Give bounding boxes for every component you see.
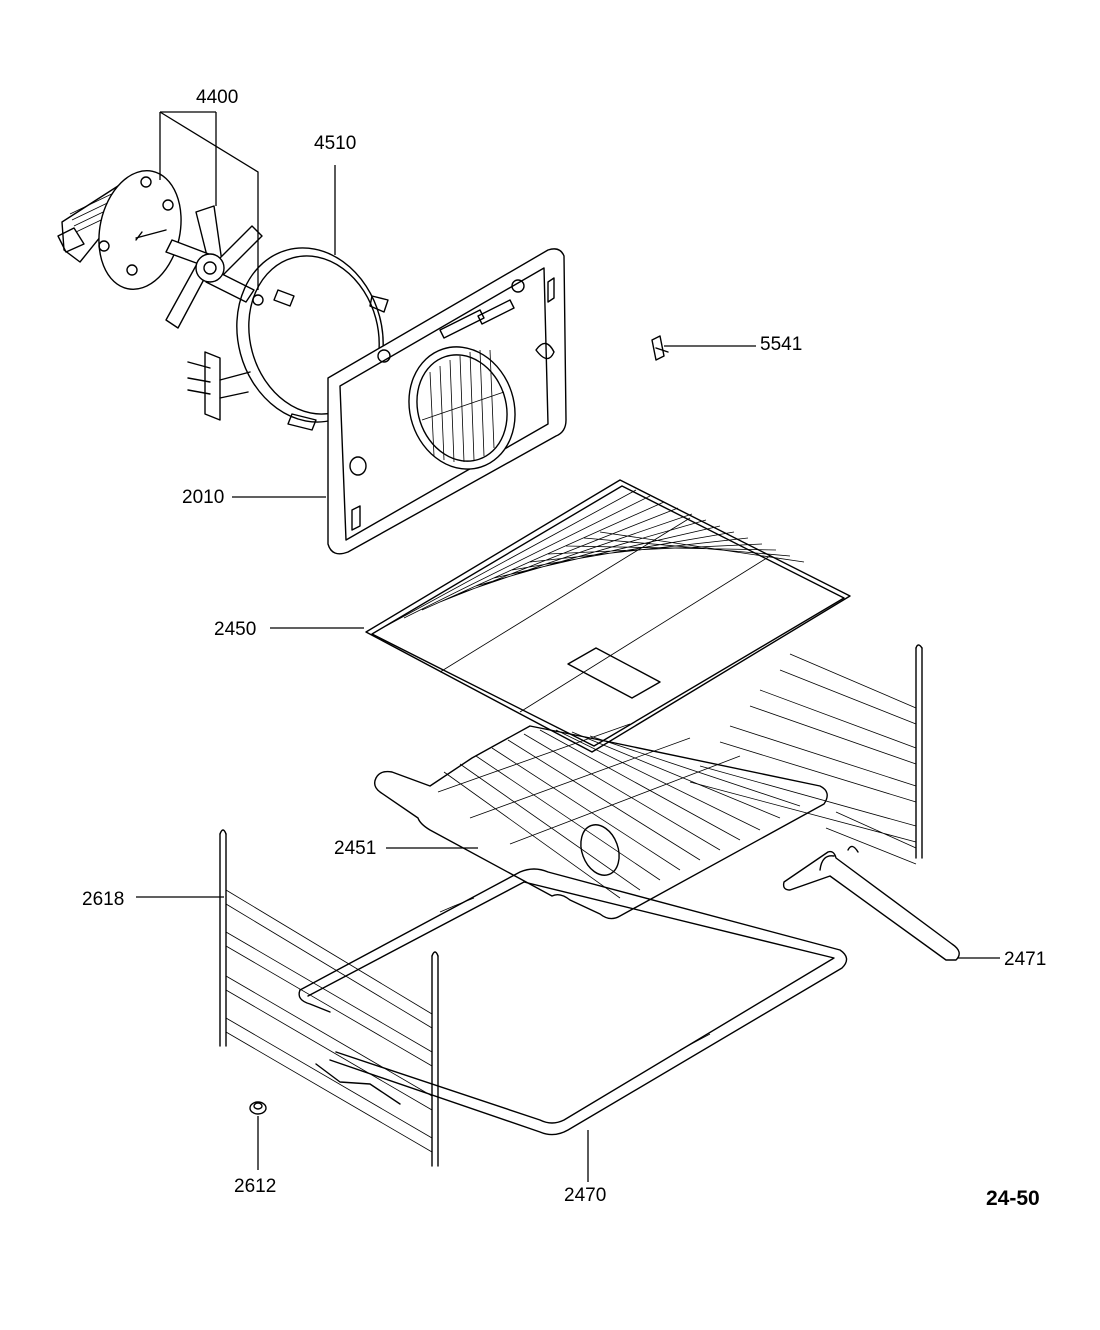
label-2450: 2450 [214, 619, 256, 640]
label-4400: 4400 [196, 87, 238, 108]
clip-part [651, 335, 756, 361]
label-5541: 5541 [760, 334, 802, 355]
label-2612: 2612 [234, 1176, 276, 1197]
drip-pan-handle [782, 845, 1000, 961]
label-2618: 2618 [82, 889, 124, 910]
label-4510: 4510 [314, 133, 356, 154]
label-2451: 2451 [334, 838, 376, 859]
label-2471: 2471 [1004, 949, 1046, 970]
heating-element [187, 165, 389, 431]
label-2470: 2470 [564, 1185, 606, 1206]
page-reference: 24-50 [986, 1187, 1040, 1210]
grill-rack [373, 723, 828, 920]
label-2010: 2010 [182, 487, 224, 508]
drip-pan [298, 868, 848, 1182]
shelf-guide-right [689, 644, 923, 865]
shelf-guide-left [136, 829, 439, 1167]
fan-motor-assembly [57, 111, 264, 329]
oven-rack [270, 479, 851, 753]
rear-panel [232, 248, 567, 555]
foot-part [249, 1101, 267, 1170]
